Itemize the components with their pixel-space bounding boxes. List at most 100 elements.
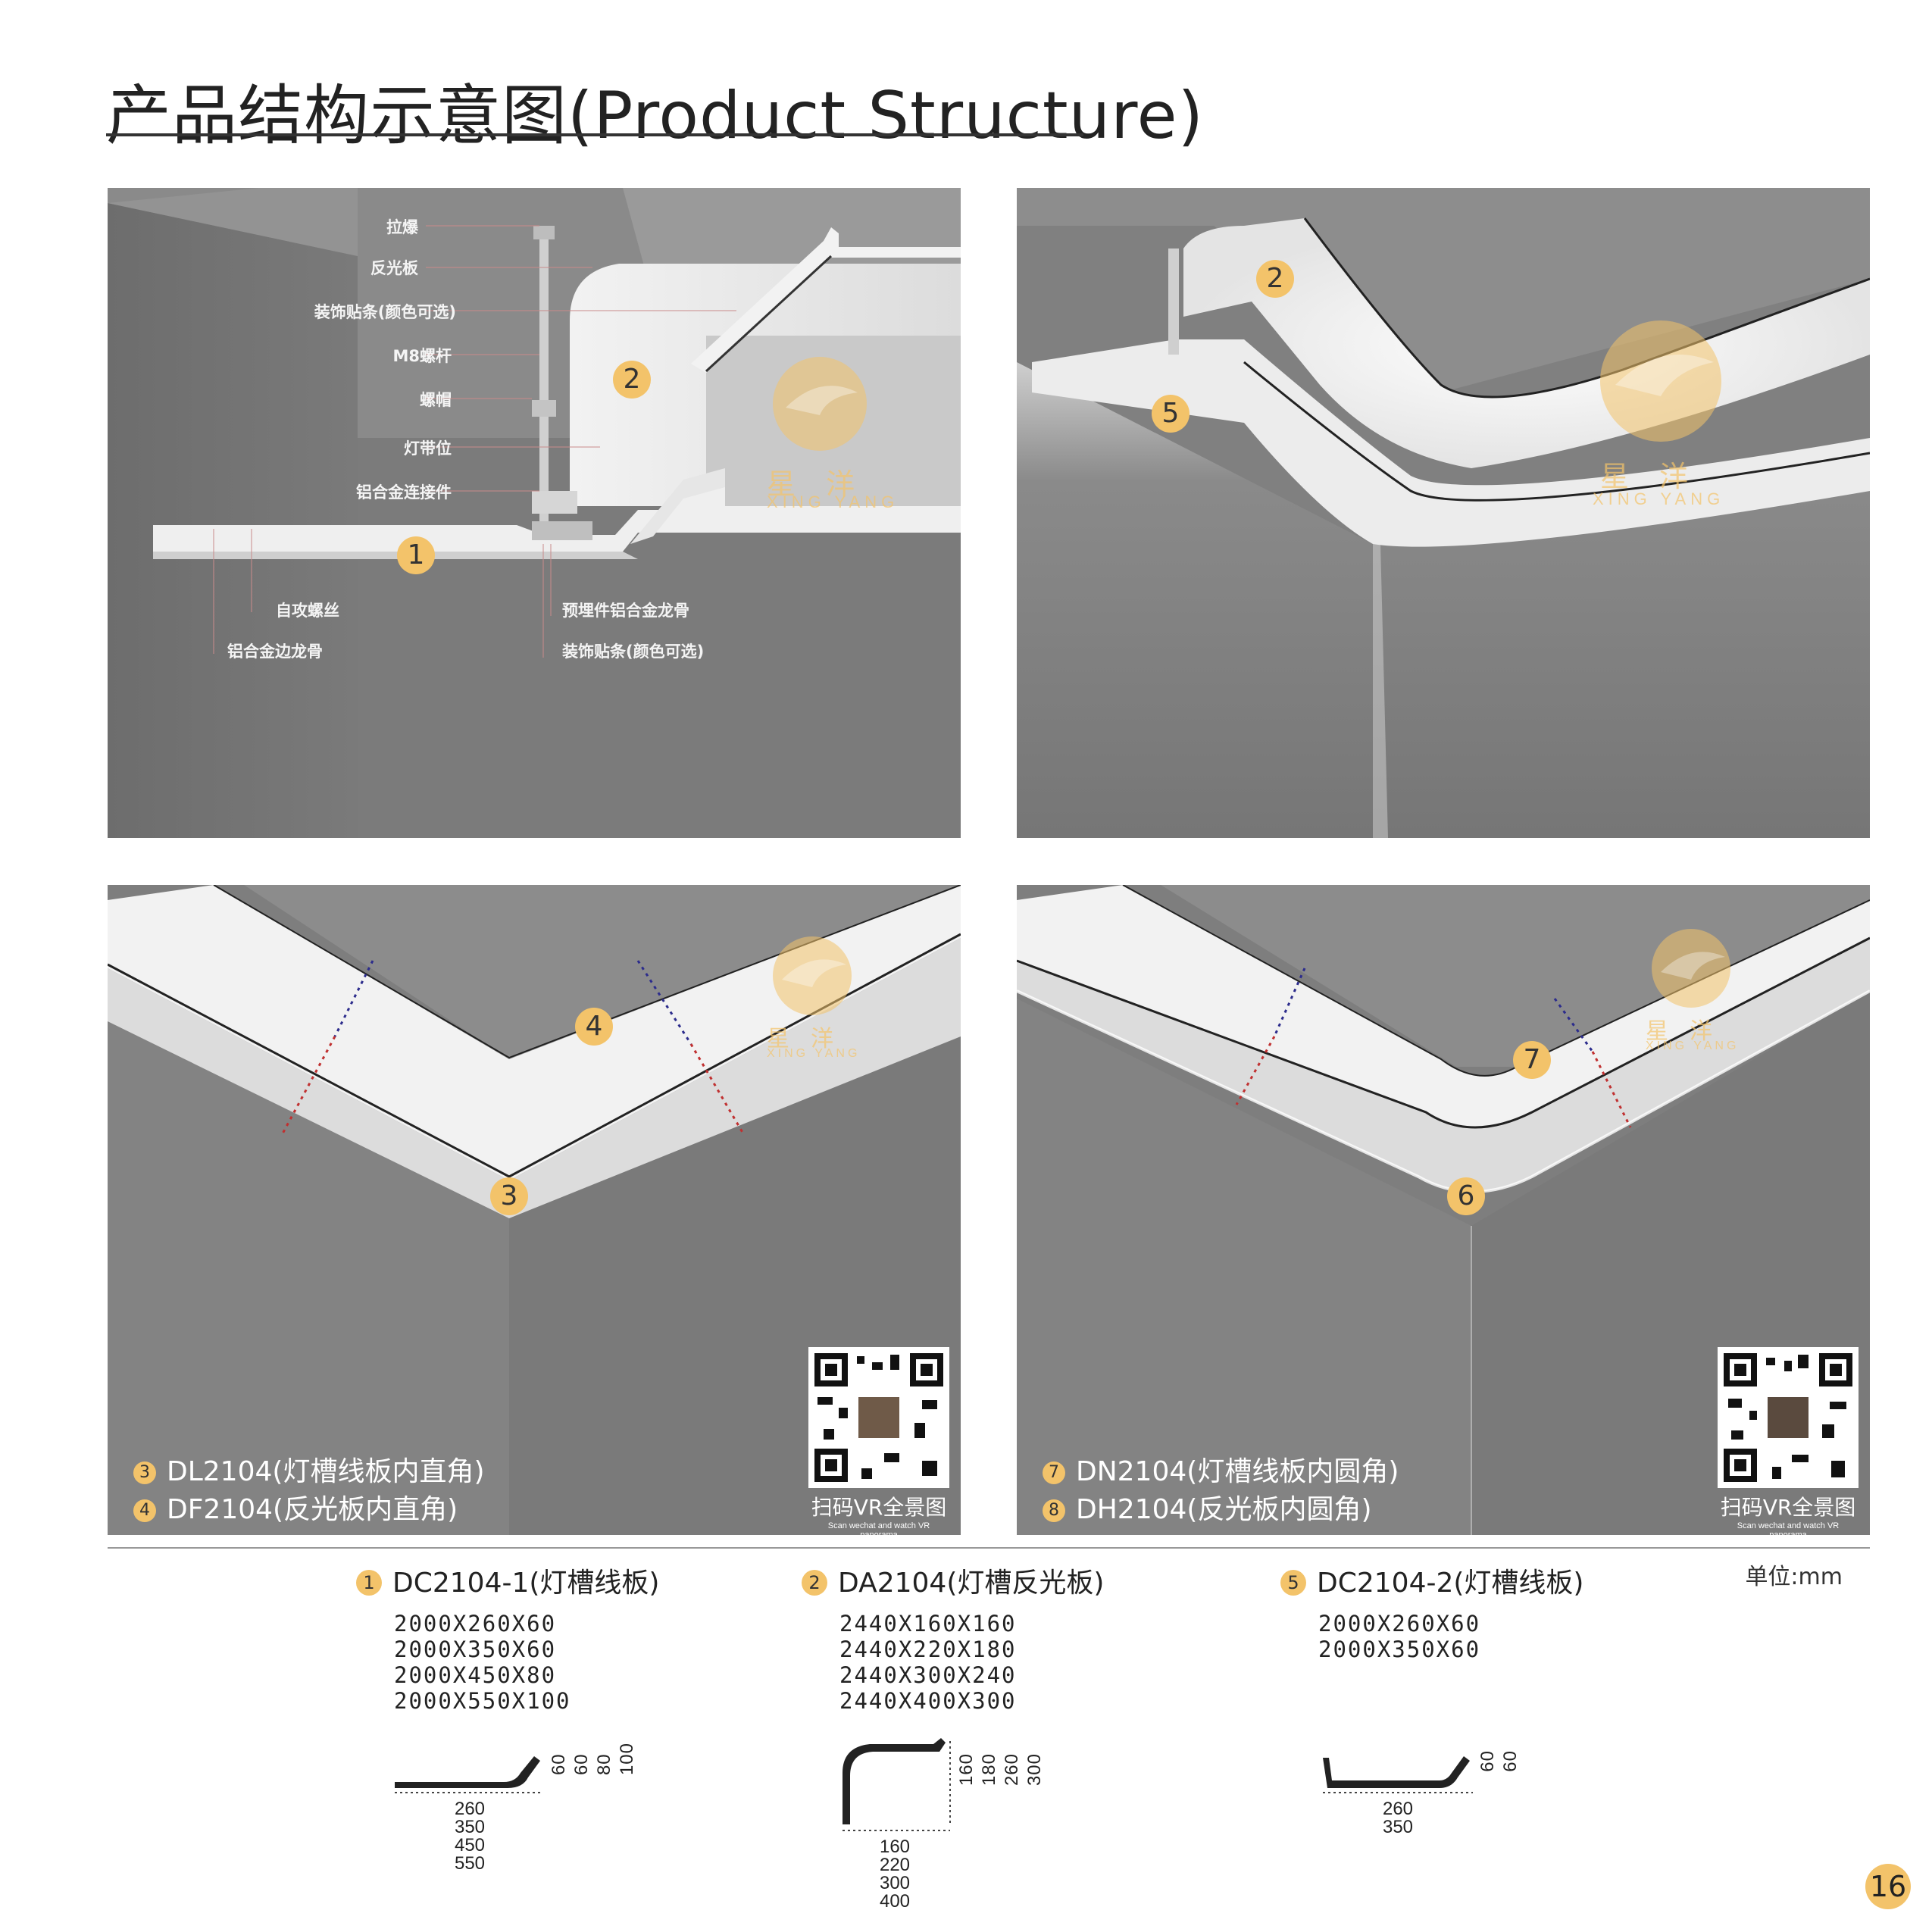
dim-label: 60 xyxy=(549,1753,569,1776)
badge-2: 2 xyxy=(1256,260,1294,298)
badge-7: 7 xyxy=(1513,1041,1551,1079)
dim-label: 400 xyxy=(879,1891,911,1912)
page-title: 产品结构示意图(Product Structure) xyxy=(106,78,1205,154)
spec-num: 5 xyxy=(1280,1570,1306,1596)
unit-label: 单位:mm xyxy=(1745,1564,1843,1590)
ceiling-3d-panel: 2 5 星洋 XING YANG xyxy=(1017,188,1870,838)
dim-label: 60 xyxy=(1500,1750,1521,1772)
dim-label: 80 xyxy=(594,1753,614,1776)
callout-edge-keel: 铝合金边龙骨 xyxy=(227,642,323,661)
size-item: 2440X220X180 xyxy=(839,1637,1017,1662)
callout-led-position: 灯带位 xyxy=(404,439,452,458)
legend-item: 8 DH2104(反光板内圆角) xyxy=(1043,1487,1372,1527)
watermark-en: XING YANG xyxy=(1646,1039,1740,1052)
size-list: 2440X160X160 2440X220X180 2440X300X240 2… xyxy=(839,1611,1104,1714)
dim-label: 160 xyxy=(956,1753,977,1787)
dim-label: 260 xyxy=(454,1799,486,1819)
width-dims: 260 350 xyxy=(1379,1800,1417,1837)
dim-label: 180 xyxy=(979,1753,999,1787)
spec-dc2104-2: 5 DC2104-2(灯槽线板) 2000X260X60 2000X350X60 xyxy=(1280,1561,1583,1662)
callout-nut: 螺帽 xyxy=(420,391,452,409)
badge-4: 4 xyxy=(575,1008,613,1046)
dim-label: 450 xyxy=(454,1835,486,1855)
dim-label: 220 xyxy=(879,1855,911,1875)
watermark-en: XING YANG xyxy=(767,1047,861,1060)
legend-text: DL2104(灯槽线板内直角) xyxy=(167,1456,485,1487)
dim-label: 100 xyxy=(617,1743,637,1776)
section-divider xyxy=(108,1547,1870,1549)
size-item: 2000X260X60 xyxy=(394,1611,557,1637)
height-dims: 160 180 260 300 xyxy=(956,1753,1046,1786)
legend-text: DH2104(反光板内圆角) xyxy=(1076,1494,1372,1525)
badge-6: 6 xyxy=(1447,1177,1485,1215)
size-item: 2000X350X60 xyxy=(1318,1637,1481,1662)
watermark-zh: 星洋 xyxy=(1600,460,1719,493)
watermark-logo xyxy=(773,357,867,451)
dim-label: 350 xyxy=(1382,1817,1414,1837)
legend-num: 8 xyxy=(1043,1499,1065,1522)
structure-section-panel: 拉爆 反光板 装饰贴条(颜色可选) M8螺杆 螺帽 灯带位 铝合金连接件 自攻螺… xyxy=(108,188,961,838)
watermark-logo xyxy=(773,936,852,1015)
width-dims: 160 220 300 400 xyxy=(876,1838,914,1911)
callout-self-tapping-screw: 自攻螺丝 xyxy=(276,602,339,620)
qr-caption: 扫码VR全景图 xyxy=(1720,1495,1856,1520)
watermark-en: XING YANG xyxy=(1593,489,1725,508)
qr-subcaption: Scan wechat and watch VR panorama xyxy=(827,1521,930,1535)
spec-num: 1 xyxy=(356,1570,382,1596)
width-dims: 260 350 450 550 xyxy=(451,1800,489,1873)
watermark-logo xyxy=(1652,929,1730,1008)
qr-code-icon[interactable] xyxy=(808,1347,949,1488)
dim-label: 550 xyxy=(454,1853,486,1874)
callout-reflector: 反光板 xyxy=(370,259,418,277)
legend-text: DN2104(灯槽线板内圆角) xyxy=(1076,1456,1399,1487)
callout-anchor-bolt: 拉爆 xyxy=(386,218,418,236)
watermark-zh: 星洋 xyxy=(767,467,886,501)
legend-item: 3 DL2104(灯槽线板内直角) xyxy=(133,1449,485,1489)
qr-code-icon[interactable] xyxy=(1718,1347,1859,1488)
dim-label: 350 xyxy=(454,1817,486,1837)
spec-num: 2 xyxy=(802,1570,827,1596)
badge-2: 2 xyxy=(613,361,651,399)
size-list: 2000X260X60 2000X350X60 2000X450X80 2000… xyxy=(394,1611,659,1714)
badge-3: 3 xyxy=(490,1177,528,1215)
structure-render xyxy=(108,188,961,838)
dim-label: 160 xyxy=(879,1837,911,1857)
qr-subcaption: Scan wechat and watch VR panorama xyxy=(1737,1521,1840,1535)
spec-dc2104-1: 1 DC2104-1(灯槽线板) 2000X260X60 2000X350X60 … xyxy=(356,1561,659,1714)
watermark-zh: 星洋 xyxy=(1646,1018,1733,1045)
legend-text: DF2104(反光板内直角) xyxy=(167,1494,458,1525)
qr-block: 扫码VR全景图 Scan wechat and watch VR panoram… xyxy=(808,1347,949,1535)
size-item: 2440X300X240 xyxy=(839,1662,1017,1688)
dim-label: 300 xyxy=(879,1873,911,1893)
callout-embedded-keel: 预埋件铝合金龙骨 xyxy=(562,602,689,620)
badge-5: 5 xyxy=(1152,395,1190,433)
profile-drawing-2 xyxy=(843,1738,951,1831)
title-underline xyxy=(106,133,1083,136)
height-dims: 60 60 xyxy=(1477,1750,1521,1772)
callout-deco-strip-top: 装饰贴条(颜色可选) xyxy=(314,303,456,321)
spec-name: DC2104-2(灯槽线板) xyxy=(1317,1568,1584,1599)
size-item: 2440X160X160 xyxy=(839,1611,1017,1637)
dim-label: 260 xyxy=(1382,1799,1414,1819)
dim-label: 260 xyxy=(1002,1753,1022,1787)
size-item: 2000X350X60 xyxy=(394,1637,557,1662)
size-item: 2440X400X300 xyxy=(839,1688,1017,1714)
spec-title: 1 DC2104-1(灯槽线板) xyxy=(356,1561,659,1600)
spec-name: DC2104-1(灯槽线板) xyxy=(392,1568,660,1599)
watermark-zh: 星洋 xyxy=(767,1026,855,1052)
spec-title: 5 DC2104-2(灯槽线板) xyxy=(1280,1561,1583,1600)
legend-num: 3 xyxy=(133,1462,156,1484)
qr-caption: 扫码VR全景图 xyxy=(811,1495,947,1520)
size-list: 2000X260X60 2000X350X60 xyxy=(1318,1611,1583,1662)
dim-label: 300 xyxy=(1024,1753,1045,1787)
profile-drawing-1 xyxy=(395,1756,542,1793)
dim-label: 60 xyxy=(571,1753,592,1776)
size-item: 2000X450X80 xyxy=(394,1662,557,1688)
profile-drawing-5 xyxy=(1323,1756,1473,1793)
